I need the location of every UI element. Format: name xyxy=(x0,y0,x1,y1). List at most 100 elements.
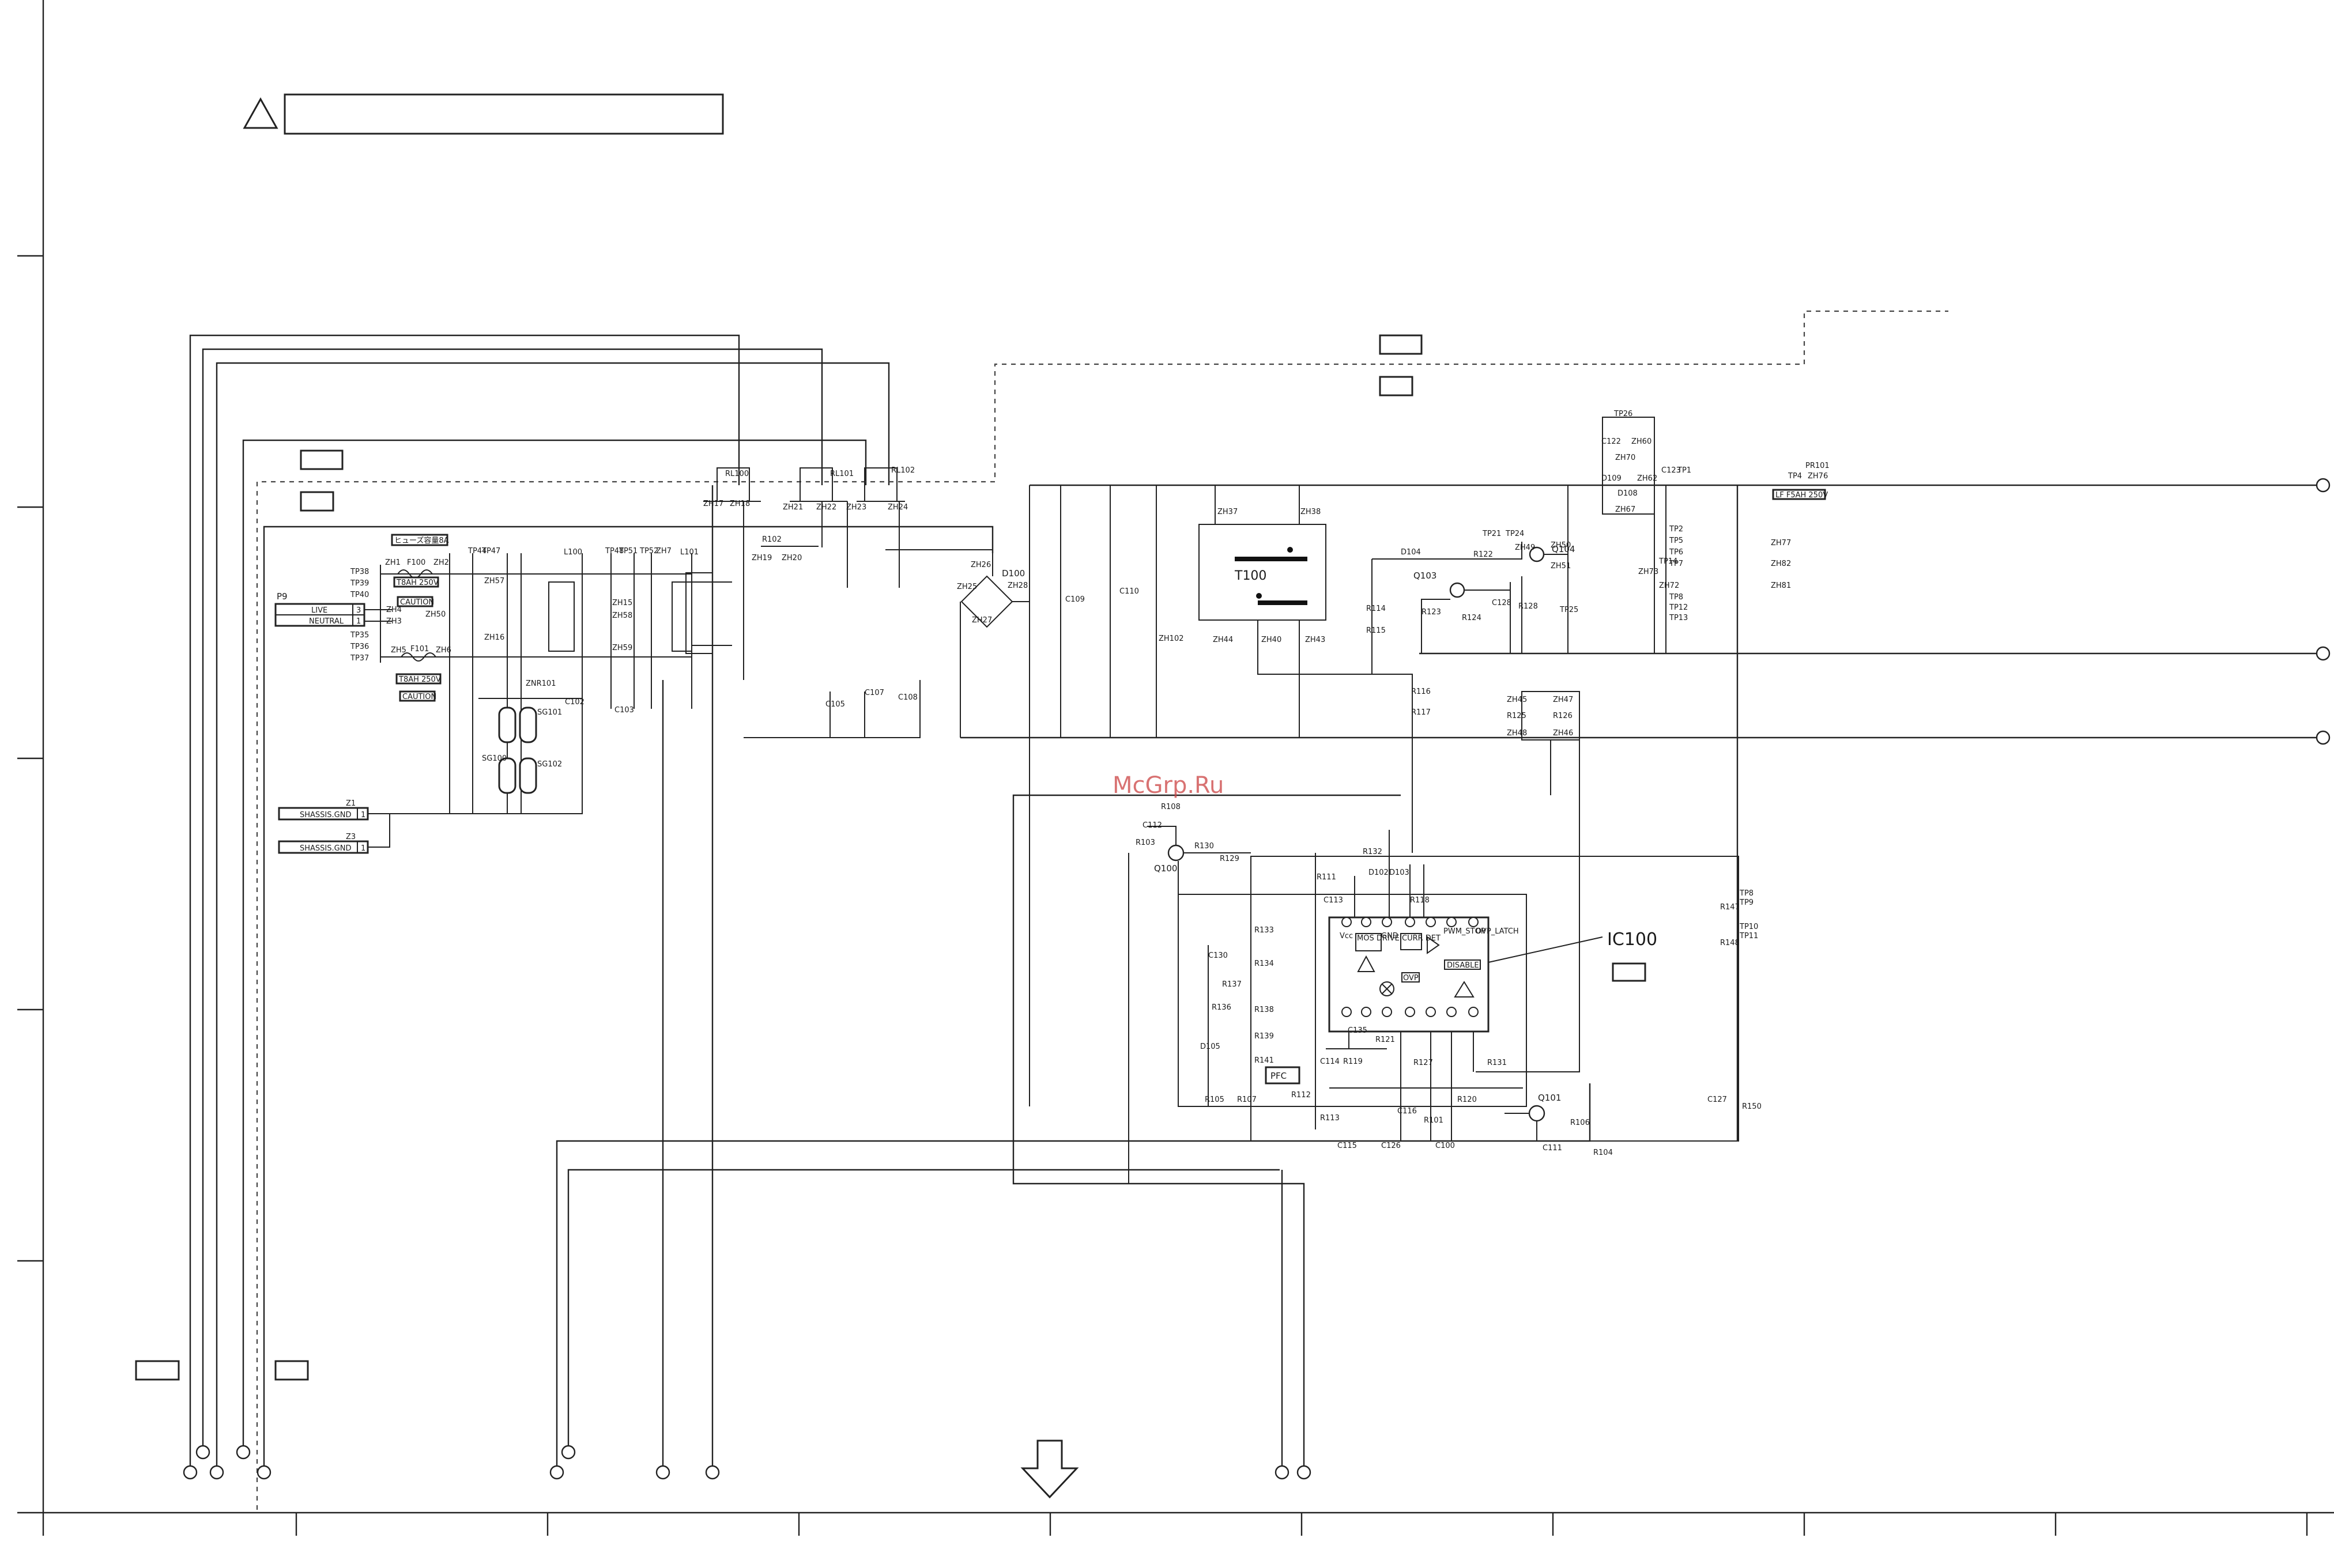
part-label: TP1 xyxy=(1677,466,1691,475)
pfc-control-section: IC100 MOS DRIVE CURR DET DISABLE OVP Vcc… xyxy=(1128,803,1762,1184)
part-label: C126 xyxy=(1381,1142,1401,1150)
relay-section: RL100 RL101 RL102 ZH17 ZH18 ZH19 ZH20 ZH… xyxy=(685,466,921,738)
part-label: C123 xyxy=(1661,466,1681,475)
part-label: ZH25 xyxy=(957,583,977,591)
pin-num: 1 xyxy=(361,844,365,853)
tp-label: TP40 xyxy=(350,591,369,599)
zh-label: ZH5 xyxy=(391,646,406,655)
part-label: L101 xyxy=(680,548,699,557)
terminal xyxy=(1296,1465,1311,1480)
fuse-ref: PR101 xyxy=(1805,462,1830,470)
terminal xyxy=(195,1445,210,1460)
part-label: SG100 xyxy=(482,754,507,763)
terminal xyxy=(655,1465,670,1480)
part-label: R150 xyxy=(1742,1102,1762,1111)
part-label: TP9 xyxy=(1739,898,1754,907)
terminal xyxy=(209,1465,224,1480)
tp-label: TP36 xyxy=(350,643,369,651)
part-label: ZH20 xyxy=(782,554,802,562)
part-label: R138 xyxy=(1254,1006,1274,1014)
part-label: ZNR101 xyxy=(526,679,556,688)
part-label: ZH50 xyxy=(1551,541,1571,550)
part-label: R147 xyxy=(1720,903,1740,912)
part-label: TP7 xyxy=(1669,560,1683,568)
part-label: ZH19 xyxy=(752,554,772,562)
fuse-ref: F100 xyxy=(407,558,425,567)
part-label: C102 xyxy=(565,698,585,706)
part-label: R107 xyxy=(1237,1095,1257,1104)
connector-ref: Z3 xyxy=(346,833,356,841)
part-label: C100 xyxy=(1435,1142,1455,1150)
part-label: ZH58 xyxy=(612,611,632,620)
pin-label-live: LIVE xyxy=(311,606,327,615)
ic-pin-label: GND xyxy=(1381,932,1398,940)
inlet-block: P9 LIVE 3 NEUTRAL 1 TP38 TP39 TP40 TP35 … xyxy=(274,534,699,854)
relay-ref: RL101 xyxy=(830,470,854,478)
transistor-q103 xyxy=(1449,582,1465,598)
part-label: ZH48 xyxy=(1507,729,1527,738)
empty-label-boxes xyxy=(135,334,1646,1381)
part-label: TP6 xyxy=(1669,548,1683,557)
part-label: R148 xyxy=(1720,939,1740,947)
part-label: ZH15 xyxy=(612,599,632,607)
zh-label: ZH2 xyxy=(433,558,449,567)
part-label: R141 xyxy=(1254,1056,1274,1065)
part-label: ZH40 xyxy=(1261,636,1281,644)
part-label: ZH51 xyxy=(1551,562,1571,570)
terminal xyxy=(2316,478,2331,493)
connector-label: SHASSIS.GND xyxy=(300,811,351,819)
part-label: TP51 xyxy=(619,547,638,556)
middle-zh-block: ZH45 ZH47 ZH48 ZH46 R125 R126 xyxy=(1476,691,1580,1072)
zh-label: ZH3 xyxy=(386,617,402,626)
bridge-rectifier: D100 ZH26 ZH25 ZH27 ZH28 ZH102 C109 C110 xyxy=(885,485,1184,1106)
output-section: TP26 C122 ZH60 ZH70 D109 ZH62 D108 ZH67 … xyxy=(1366,410,1830,717)
part-label: ZH60 xyxy=(1631,437,1651,446)
part-label: ZH16 xyxy=(484,633,504,642)
part-label: R104 xyxy=(1593,1148,1613,1157)
part-label: R112 xyxy=(1291,1091,1311,1100)
transformer-t100: T100 ZH37 ZH38 ZH44 ZH40 ZH43 xyxy=(1198,485,1413,853)
fuse-note: ヒューズ容量8A xyxy=(394,536,449,545)
ic-pin-label: OVP_LATCH xyxy=(1476,927,1519,936)
fuse-rating: LF F5AH 250V xyxy=(1775,491,1828,500)
spark-gap xyxy=(519,706,537,743)
zh-label: ZH4 xyxy=(386,606,402,614)
part-label: TP10 xyxy=(1739,923,1758,931)
part-label: C105 xyxy=(825,700,845,709)
part-label: ZH28 xyxy=(1008,581,1028,590)
terminal xyxy=(2316,646,2331,661)
spark-gap xyxy=(498,706,516,743)
part-label: ZH23 xyxy=(846,503,866,512)
output-rails xyxy=(960,478,2331,1141)
terminal xyxy=(561,1445,576,1460)
part-label: ZH62 xyxy=(1637,474,1657,483)
part-label: C135 xyxy=(1348,1026,1367,1035)
part-label: ZH70 xyxy=(1615,454,1635,462)
tp-label: TP35 xyxy=(350,631,369,640)
connector-ref: P9 xyxy=(277,591,288,602)
part-label: R124 xyxy=(1462,614,1481,622)
tp-label: TP37 xyxy=(350,654,369,663)
part-label: R122 xyxy=(1473,550,1493,559)
frame xyxy=(17,0,2334,1536)
terminal xyxy=(1275,1465,1289,1480)
part-label: TP5 xyxy=(1669,536,1683,545)
part-label: C111 xyxy=(1543,1144,1562,1153)
part-label: R101 xyxy=(1424,1116,1443,1125)
part-label: C128 xyxy=(1492,599,1511,607)
part-label: R125 xyxy=(1507,712,1526,720)
part-label: R106 xyxy=(1570,1119,1590,1127)
part-label: TP26 xyxy=(1613,410,1632,418)
pin-num: 3 xyxy=(356,606,361,615)
part-label: D109 xyxy=(1601,474,1622,483)
part-label: ZH21 xyxy=(783,503,803,512)
part-label: R120 xyxy=(1457,1095,1477,1104)
part-label: C107 xyxy=(865,689,884,697)
part-label: ZH27 xyxy=(972,616,992,625)
part-label: ZH17 xyxy=(703,500,723,508)
watermark: McGrp.Ru xyxy=(1113,772,1224,799)
transistor-ref: Q100 xyxy=(1154,863,1177,874)
bus-lines xyxy=(189,310,1948,1510)
part-label: TP24 xyxy=(1505,530,1524,538)
part-label: R136 xyxy=(1212,1003,1231,1012)
